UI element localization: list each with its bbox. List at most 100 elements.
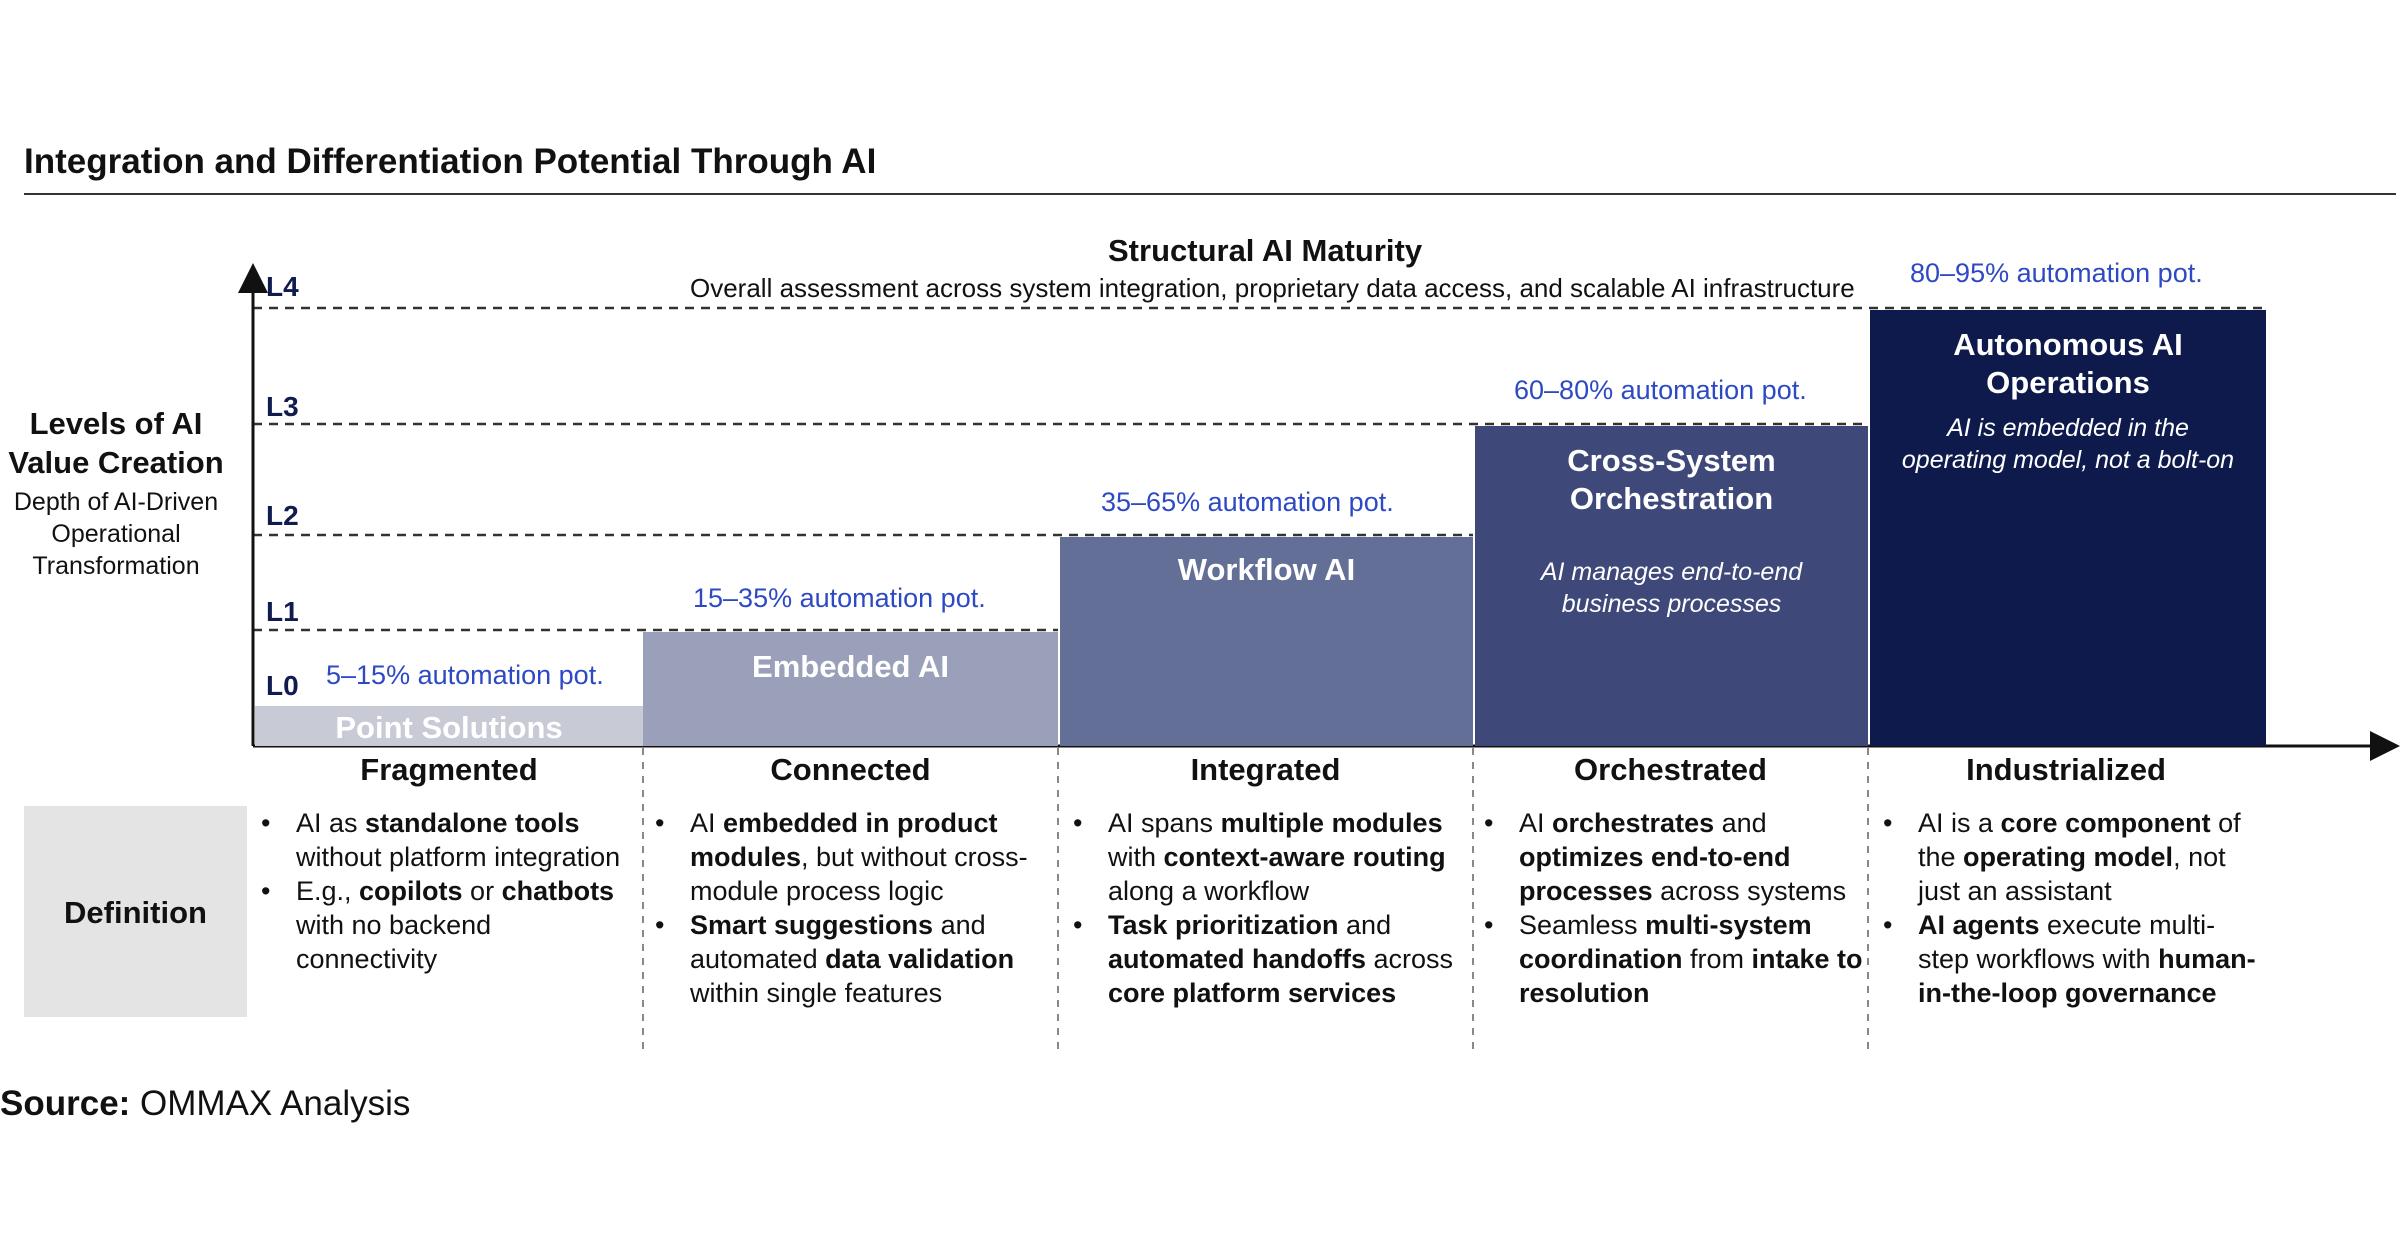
definition-bullet: •AI orchestrates and optimizes end-to-en… — [1478, 806, 1863, 908]
level-label-l4: L4 — [266, 271, 299, 302]
bullet-icon: • — [1073, 910, 1083, 940]
source-text: OMMAX Analysis — [140, 1084, 411, 1123]
bar-title: Cross-System Orchestration — [1567, 443, 1776, 516]
definition-text: from — [1682, 944, 1752, 974]
bar-title: Point Solutions — [335, 710, 563, 745]
bar-description: AI is embedded in the operating model, n… — [1901, 414, 2235, 474]
definition-emphasis: multiple modules — [1220, 808, 1443, 838]
definition-text: AI is a — [1918, 808, 2001, 838]
level-label-l3: L3 — [266, 391, 299, 422]
source-note: Source: OMMAX Analysis — [0, 1084, 410, 1124]
bar-title: Workflow AI — [1177, 552, 1356, 587]
bullet-icon: • — [1883, 808, 1893, 838]
definition-text: without platform integration — [296, 842, 621, 872]
bar-embedded-ai: Embedded AI — [643, 632, 1058, 746]
level-label-l2: L2 — [266, 500, 299, 531]
bullet-icon: • — [1484, 808, 1494, 838]
bullet-icon: • — [1484, 910, 1494, 940]
definition-text: AI — [1519, 808, 1553, 838]
definition-list-integrated: • AI spans multiple modules with context-… — [1067, 806, 1467, 1010]
source-label: Source: — [0, 1084, 131, 1123]
level-label-l1: L1 — [266, 596, 299, 627]
definition-text: with no backend connectivity — [296, 910, 492, 974]
definition-emphasis: embedded in product modules — [690, 808, 998, 872]
bar-autonomous-ai-operations: Autonomous AI Operations AI is embedded … — [1870, 310, 2266, 746]
definition-text: and automated — [690, 910, 986, 974]
bar-cross-system-orchestration: Cross-System Orchestration AI manages en… — [1475, 426, 1868, 746]
definition-text: AI as — [296, 808, 366, 838]
automation-label: 60–80% automation pot. — [1514, 375, 1807, 405]
bullet-icon: • — [655, 808, 665, 838]
definition-emphasis: operating model — [1963, 842, 2174, 872]
stage-label-industrialized: Industrialized — [1966, 752, 2166, 787]
bullet-icon: • — [655, 910, 665, 940]
stage-label-connected: Connected — [770, 752, 931, 787]
definition-text: across systems — [1652, 876, 1847, 906]
definition-emphasis: optimizes end-to-end processes — [1519, 842, 1791, 906]
bar-title: Autonomous AI Operations — [1953, 327, 2183, 400]
automation-label: 35–65% automation pot. — [1101, 487, 1394, 517]
definition-list-fragmented: • AI as standalone tools without platform… — [255, 806, 630, 976]
definition-list-orchestrated: •AI orchestrates and optimizes end-to-en… — [1478, 806, 1863, 1010]
definition-emphasis: chatbots — [501, 876, 615, 906]
definition-bullet: • AI as standalone tools without platform… — [255, 806, 630, 874]
bar-point-solutions: Point Solutions — [255, 706, 643, 746]
stage-label-integrated: Integrated — [1190, 752, 1341, 787]
definition-emphasis: AI agents — [1918, 910, 2040, 940]
definition-text: or — [462, 876, 502, 906]
bullet-icon: • — [1073, 808, 1083, 838]
definition-text: and — [1714, 808, 1767, 838]
definition-emphasis: automated handoffs — [1108, 944, 1367, 974]
definition-emphasis: core platform services — [1108, 978, 1397, 1008]
definition-bullet: • Task prioritization and automated hando… — [1067, 908, 1467, 1010]
definition-bullet: • Smart suggestions and automated data va… — [649, 908, 1049, 1010]
definition-bullet: • AI embedded in product modules, but wit… — [649, 806, 1049, 908]
definition-text: of the — [1918, 808, 2241, 872]
bullet-icon: • — [261, 876, 271, 906]
y-axis-subtitle: Depth of AI-Driven Operational Transform… — [13, 488, 219, 580]
definition-text: with — [1108, 842, 1164, 872]
bullet-icon: • — [261, 808, 271, 838]
level-label-l0: L0 — [266, 670, 299, 701]
bullet-icon: • — [1883, 910, 1893, 940]
definition-text: AI spans — [1108, 808, 1221, 838]
definition-bullet: • AI spans multiple modules with context-… — [1067, 806, 1467, 908]
definition-emphasis: intake to resolution — [1519, 944, 1863, 1008]
definition-emphasis: data validation — [825, 944, 1015, 974]
definition-text: execute multi-step workflows with — [1918, 910, 2216, 974]
definition-text: Seamless — [1519, 910, 1646, 940]
definition-emphasis: core component — [2000, 808, 2211, 838]
definition-text: E.g., — [296, 876, 360, 906]
definition-text: , not just an assistant — [1918, 842, 2226, 906]
definition-emphasis: Task prioritization — [1108, 910, 1339, 940]
definition-text: , but without cross-module process logic — [690, 842, 1028, 906]
automation-label: 15–35% automation pot. — [693, 583, 986, 613]
y-axis-title: Levels of AI Value Creation — [8, 406, 224, 480]
definition-emphasis: Smart suggestions — [690, 910, 934, 940]
definition-emphasis: human-in-the-loop governance — [1918, 944, 2256, 1008]
definition-emphasis: context-aware routing — [1163, 842, 1446, 872]
bar-workflow-ai: Workflow AI — [1060, 537, 1473, 746]
definition-bullet: • AI is a core component of the operating… — [1877, 806, 2262, 908]
definition-text: and — [1338, 910, 1392, 940]
automation-label: 5–15% automation pot. — [326, 660, 604, 690]
page-title: Integration and Differentiation Potentia… — [24, 142, 877, 181]
bar-description: AI manages end-to-end business processes — [1540, 558, 1803, 618]
definition-text: AI — [690, 808, 724, 838]
definition-emphasis: multi-system coordination — [1519, 910, 1812, 974]
definition-emphasis: copilots — [359, 876, 463, 906]
definition-text: along a workflow — [1108, 876, 1310, 906]
definition-bullet: • AI agents execute multi-step workflows … — [1877, 908, 2262, 1010]
automation-label: 80–95% automation pot. — [1910, 258, 2203, 288]
definition-text: within single features — [690, 978, 943, 1008]
title-divider — [24, 193, 2396, 195]
stage-label-orchestrated: Orchestrated — [1574, 752, 1767, 787]
definition-bullet: • E.g., copilots or chatbots with no back… — [255, 874, 630, 976]
definition-text: across — [1366, 944, 1454, 974]
maturity-subtitle: Overall assessment across system integra… — [690, 273, 1855, 303]
bar-title: Embedded AI — [752, 649, 949, 684]
definition-emphasis: standalone tools — [365, 808, 580, 838]
definition-list-industrialized: • AI is a core component of the operating… — [1877, 806, 2262, 1010]
definition-bullet: • Seamless multi-system coordination from… — [1478, 908, 1863, 1010]
